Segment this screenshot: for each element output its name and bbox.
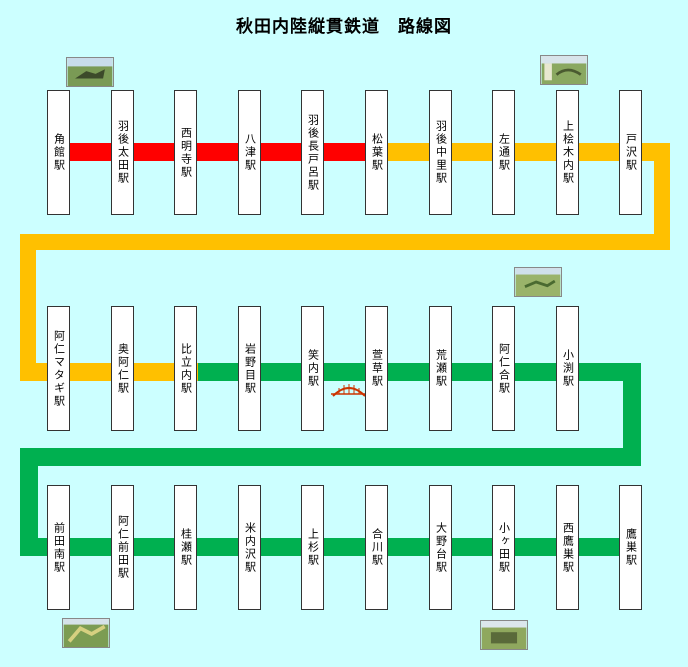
station-box: 羽後太田駅 — [111, 90, 134, 215]
station-box: 萱草駅 — [365, 306, 388, 431]
station-label: 笑内駅 — [306, 349, 320, 388]
station-box: 左通駅 — [492, 90, 515, 215]
station-box: 角館駅 — [47, 90, 70, 215]
station-box: 戸沢駅 — [619, 90, 642, 215]
station-box: 上桧木内駅 — [556, 90, 579, 215]
station-box: 羽後長戸呂駅 — [301, 90, 324, 215]
station-label: 小渕駅 — [561, 349, 575, 388]
station-box: 阿仁マタギ駅 — [47, 306, 70, 431]
station-label: 阿仁マタギ駅 — [52, 329, 66, 408]
station-box: 鷹巣駅 — [619, 485, 642, 610]
station-label: 奥阿仁駅 — [116, 342, 130, 395]
station-box: 比立内駅 — [174, 306, 197, 431]
station-label: 羽後長戸呂駅 — [306, 113, 320, 192]
station-box: 上杉駅 — [301, 485, 324, 610]
line-segment-green — [623, 363, 641, 466]
rice-field-art-photo — [540, 55, 588, 85]
station-label: 桂瀬駅 — [179, 528, 193, 567]
station-box: 阿仁前田駅 — [111, 485, 134, 610]
line-segment-red — [57, 143, 378, 161]
station-label: 米内沢駅 — [243, 521, 257, 574]
station-label: 西鷹巣駅 — [561, 521, 575, 574]
station-box: 阿仁合駅 — [492, 306, 515, 431]
station-box: 松葉駅 — [365, 90, 388, 215]
station-label: 萱草駅 — [370, 349, 384, 388]
station-label: 大野台駅 — [434, 521, 448, 574]
station-label: 合川駅 — [370, 528, 384, 567]
station-box: 荒瀬駅 — [429, 306, 452, 431]
line-segment-green — [20, 538, 632, 556]
station-box: 桂瀬駅 — [174, 485, 197, 610]
station-label: 阿仁前田駅 — [116, 515, 130, 580]
rice-field-art-photo — [66, 57, 114, 87]
station-box: 笑内駅 — [301, 306, 324, 431]
station-label: 前田南駅 — [52, 521, 66, 574]
rice-field-art-photo — [62, 618, 110, 648]
station-label: 羽後太田駅 — [116, 120, 130, 185]
station-label: 左通駅 — [497, 133, 511, 172]
station-box: 西鷹巣駅 — [556, 485, 579, 610]
station-box: 大野台駅 — [429, 485, 452, 610]
station-label: 鷹巣駅 — [624, 528, 638, 567]
station-label: 岩野目駅 — [243, 342, 257, 395]
station-box: 八津駅 — [238, 90, 261, 215]
line-segment-green — [20, 448, 641, 466]
arch-bridge-icon — [331, 384, 367, 397]
station-box: 合川駅 — [365, 485, 388, 610]
station-label: 荒瀬駅 — [434, 349, 448, 388]
station-label: 松葉駅 — [370, 133, 384, 172]
station-label: 上桧木内駅 — [561, 120, 575, 185]
station-label: 阿仁合駅 — [497, 342, 511, 395]
station-label: 比立内駅 — [179, 342, 193, 395]
station-box: 小渕駅 — [556, 306, 579, 431]
station-label: 上杉駅 — [306, 528, 320, 567]
line-segment-yellow — [20, 234, 670, 250]
station-label: 小ヶ田駅 — [497, 521, 511, 574]
station-label: 八津駅 — [243, 133, 257, 172]
station-box: 岩野目駅 — [238, 306, 261, 431]
station-box: 小ヶ田駅 — [492, 485, 515, 610]
station-label: 戸沢駅 — [624, 133, 638, 172]
station-label: 西明寺駅 — [179, 126, 193, 179]
line-segment-yellow — [654, 143, 670, 250]
station-box: 羽後中里駅 — [429, 90, 452, 215]
station-label: 羽後中里駅 — [434, 120, 448, 185]
rice-field-art-photo — [480, 620, 528, 650]
station-box: 西明寺駅 — [174, 90, 197, 215]
station-box: 米内沢駅 — [238, 485, 261, 610]
station-box: 前田南駅 — [47, 485, 70, 610]
line-segment-green — [20, 448, 38, 556]
station-box: 奥阿仁駅 — [111, 306, 134, 431]
rice-field-art-photo — [514, 267, 562, 297]
line-segment-yellow — [20, 234, 36, 381]
page-title: 秋田内陸縦貫鉄道 路線図 — [236, 17, 452, 37]
station-label: 角館駅 — [52, 133, 66, 172]
